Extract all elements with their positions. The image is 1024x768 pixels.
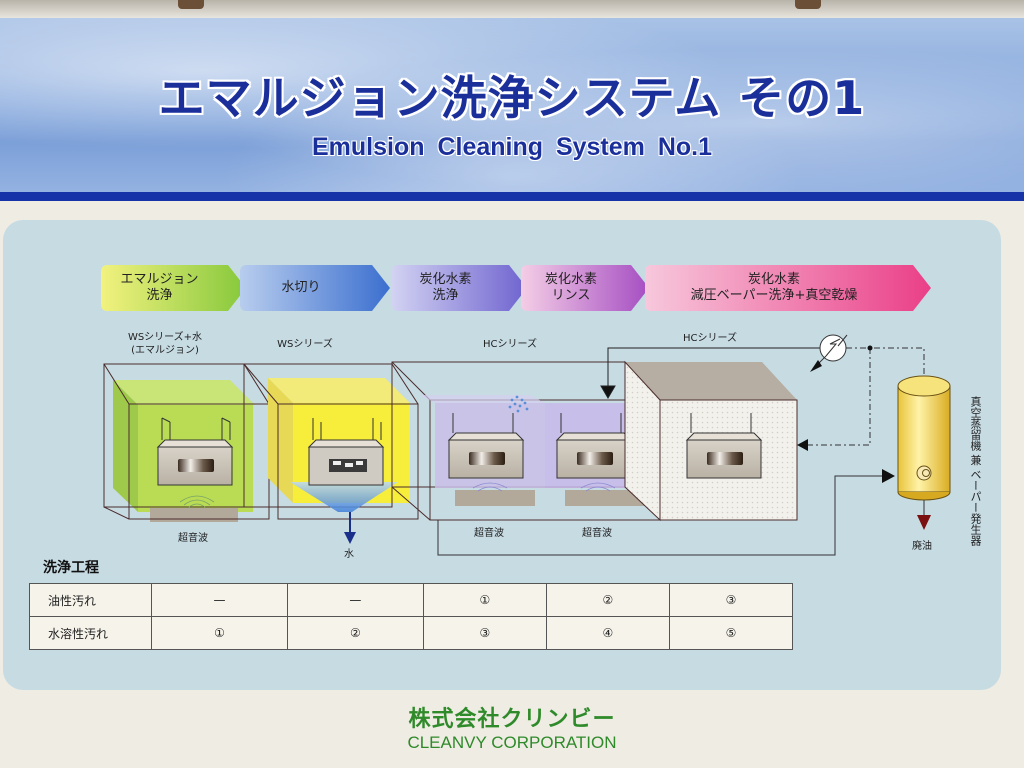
ultrasonic-label: 超音波 [178, 533, 208, 544]
step-label: エマルジョン [120, 272, 199, 287]
ultrasonic-label: 超音波 [474, 528, 504, 539]
drain-line [437, 475, 885, 556]
table-cell: ④ [545, 616, 670, 650]
ultrasonic-wave-icon [179, 495, 215, 509]
process-table-title: 洗浄工程 [43, 560, 99, 576]
step-label: リンス [551, 288, 591, 303]
table-cell: ② [545, 583, 670, 617]
basket-icon [685, 413, 763, 479]
step-hydrocarbon-cleaning: 炭化水素洗浄 [392, 265, 527, 311]
step-label: 洗浄 [146, 288, 173, 303]
step-label: 炭化水素 [747, 272, 800, 287]
step-vapor-vacuum-dry: 炭化水素減圧ベーパー洗浄+真空乾燥 [645, 265, 931, 311]
hanger-hook [795, 0, 821, 9]
page-subtitle: Emulsion Cleaning System No.1 [311, 133, 713, 161]
table-row: 油性汚れ — — ① ② ③ [29, 583, 794, 617]
table-cell: ② [286, 616, 424, 650]
company-logo-en: CLEANVY CORPORATION [407, 733, 617, 752]
series-label-hc-vapor: HCシリーズ [682, 333, 737, 344]
header-banner [0, 18, 1024, 194]
step-emulsion-cleaning: エマルジョン洗浄 [101, 265, 246, 311]
heat-exchanger-icon [810, 334, 848, 372]
table-cell: — [286, 583, 424, 617]
waste-oil-label: 廃油 [912, 541, 932, 552]
arrow-icon [882, 469, 895, 483]
step-hydrocarbon-rinse: 炭化水素リンス [521, 265, 649, 311]
water-label: 水 [344, 549, 354, 560]
step-label: 炭化水素 [544, 272, 597, 287]
wall-strip [0, 0, 1024, 18]
spray-cone-icon [290, 482, 398, 544]
table-cell: ③ [668, 583, 794, 617]
series-label-ws-water: WSシリーズ+水 (エマルジョン) [110, 331, 220, 357]
basket-icon [156, 417, 234, 486]
series-label-text: (エマルジョン) [131, 345, 199, 356]
table-row: 水溶性汚れ ① ② ③ ④ ⑤ [29, 616, 794, 650]
step-label: 減圧ベーパー洗浄+真空乾燥 [690, 288, 858, 303]
tank-vapor-chamber [624, 360, 798, 522]
junction-dot [867, 345, 873, 351]
table-cell: ① [151, 616, 288, 650]
row-header: 水溶性汚れ [29, 616, 152, 650]
step-dewatering: 水切り [240, 265, 390, 311]
hanger-hook [178, 0, 204, 9]
distiller-label: 真空蒸留機 兼 ベーパー発生器 [969, 396, 982, 546]
process-table: 油性汚れ — — ① ② ③ 水溶性汚れ ① ② ③ ④ ⑤ [29, 583, 794, 650]
basket-icon [555, 413, 633, 479]
step-label: 水切り [281, 280, 321, 295]
ultrasonic-wave-icon [472, 482, 616, 492]
series-label-text: WSシリーズ+水 [127, 332, 203, 343]
series-label-ws: WSシリーズ [277, 339, 333, 350]
company-logo-jp: 株式会社クリンビー [408, 707, 616, 732]
step-label: 洗浄 [432, 288, 459, 303]
table-cell: ① [422, 583, 547, 617]
return-dashed-line [805, 347, 925, 446]
page-title: エマルジョン洗浄システム その1 [158, 71, 866, 125]
header-divider [0, 192, 1024, 201]
vapor-feed-line [600, 347, 820, 399]
table-cell: ③ [422, 616, 547, 650]
basket-icon [447, 413, 525, 479]
spray-nozzle-icon [508, 395, 529, 413]
tank-emulsion [103, 363, 270, 522]
series-label-hc: HCシリーズ [482, 339, 537, 350]
waste-oil-arrow-icon [917, 515, 931, 530]
table-cell: — [151, 583, 288, 617]
ultrasonic-label: 超音波 [582, 528, 612, 539]
row-header: 油性汚れ [29, 583, 152, 617]
step-label: 炭化水素 [419, 272, 472, 287]
table-cell: ⑤ [668, 616, 794, 650]
arrow-icon [797, 439, 808, 451]
basket-icon [307, 418, 385, 486]
vacuum-distiller [897, 375, 951, 530]
